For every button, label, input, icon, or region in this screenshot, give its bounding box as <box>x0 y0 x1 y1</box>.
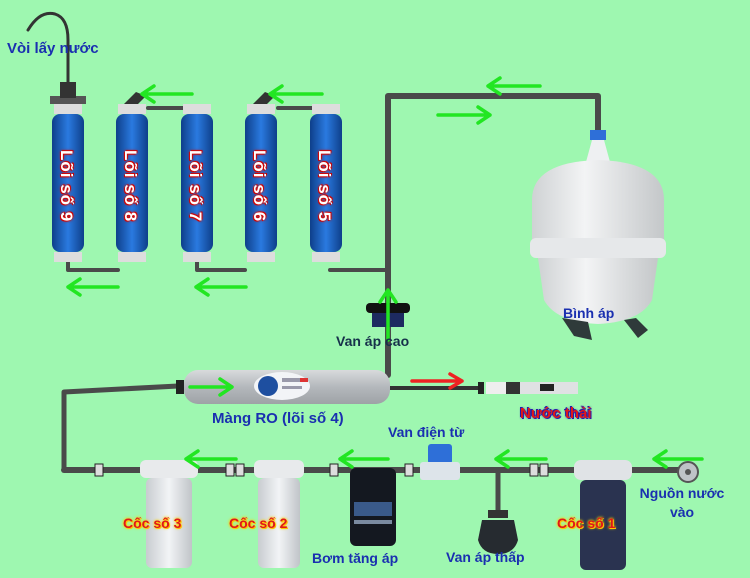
arrow-left-tank-top <box>486 76 542 96</box>
cartridge-8-label: Lõi số 8 <box>121 150 140 223</box>
ro-membrane <box>176 370 390 404</box>
arrow-left-top-2 <box>268 84 324 104</box>
arrow-left-pump <box>338 449 390 469</box>
cup-3 <box>140 460 198 568</box>
cartridge-9 <box>50 96 86 262</box>
faucet-base <box>60 82 76 98</box>
pressure-tank <box>530 130 666 340</box>
cartridge-5 <box>310 104 342 262</box>
high-pressure-valve-label: Van áp cao <box>336 333 410 349</box>
flow-arrows <box>66 76 704 469</box>
waste-water-label: Nước thải <box>520 405 592 422</box>
booster-pump-label: Bơm tăng áp <box>312 550 399 566</box>
cup-2 <box>254 460 304 568</box>
arrow-right-tank <box>436 105 492 125</box>
cartridge-6-label: Lõi số 6 <box>250 150 269 223</box>
arrow-left-cup3 <box>184 449 238 469</box>
waste-flow-restrictor <box>478 382 578 394</box>
water-source-label: Nguồn nước vào <box>639 485 725 520</box>
pipe-bottom-7-6 <box>195 260 247 272</box>
tank-label: Bình áp <box>563 305 615 321</box>
arrow-up-valve <box>378 288 398 342</box>
cup-2-label: Cốc số 2 <box>229 515 288 531</box>
pipe-tank-loop <box>385 93 601 343</box>
arrow-left-solenoid <box>494 449 548 469</box>
cartridge-8 <box>116 92 148 262</box>
arrow-waste <box>410 372 464 390</box>
pipe-connectors <box>94 463 549 477</box>
cartridge-6 <box>245 92 277 262</box>
arrow-left-top-1 <box>140 84 194 104</box>
solenoid-valve <box>420 444 460 480</box>
pipe-ro-inlet <box>61 383 181 473</box>
faucet-label: Vòi lấy nước <box>7 40 99 57</box>
inlet-gauge <box>677 461 699 483</box>
cartridge-9-label: Lõi số 9 <box>57 150 76 223</box>
cup-3-label: Cốc số 3 <box>123 515 182 531</box>
cartridge-group <box>50 82 342 262</box>
arrow-left-bottom-2 <box>194 277 248 297</box>
cup-1-label: Cốc số 1 <box>557 515 616 531</box>
arrow-left-bottom-1 <box>66 277 120 297</box>
booster-pump <box>350 468 396 546</box>
low-pressure-valve-label: Van áp thấp <box>446 549 525 565</box>
low-pressure-valve <box>478 510 518 554</box>
cup-1 <box>574 460 632 570</box>
cartridge-7-label: Lõi số 7 <box>186 150 205 223</box>
ro-membrane-label: Màng RO (lõi số 4) <box>212 410 344 427</box>
faucet-spout <box>26 11 70 97</box>
cartridge-7 <box>181 104 213 262</box>
cartridge-5-label: Lõi số 5 <box>315 150 334 223</box>
arrow-right-ro <box>188 377 234 397</box>
arrow-left-inlet <box>652 449 704 469</box>
solenoid-valve-label: Van điện từ <box>388 424 465 440</box>
pipe-bottom-9-8 <box>66 260 120 272</box>
